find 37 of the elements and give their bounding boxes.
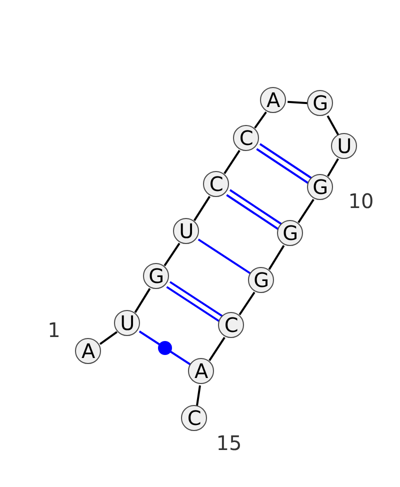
backbone-line [224,150,240,174]
nucleotide-circle: C [181,405,208,432]
nucleotide-circle: G [307,174,334,200]
backbone-line [288,100,308,104]
backbone-line [326,115,340,136]
nucleotide-circle: G [277,220,304,246]
nucleotide-circle: A [188,358,214,384]
base-pair-line [226,189,282,230]
position-number: 1 [48,319,60,341]
nucleotide-circle: U [331,133,358,160]
backbone-line [193,196,211,222]
backbone-line [164,242,180,266]
backbone-line [268,245,285,270]
nucleotide-circle: A [75,338,102,364]
backbone-line [196,385,201,406]
nucleotide-circle: U [114,310,140,336]
nucleotide-circle: G [307,90,334,116]
nucleotide-circle: G [248,267,274,294]
nucleotide-circle: G [143,263,170,290]
nucleotide-circle: U [173,218,200,244]
base-pair-line [138,330,192,366]
nucleotide-circle: A [260,87,286,114]
nucleotide-circle: C [218,312,244,338]
nucleotide-circle: C [233,125,260,152]
position-number: 15 [216,432,242,454]
backbone-line [298,198,314,224]
base-pair-line [166,280,224,322]
nucleotide-circle: C [203,171,230,198]
backbone-line [208,336,226,362]
base-pair-line [198,238,252,274]
backbone-line [134,288,151,313]
backbone-line [99,331,118,345]
backbone-line [254,112,267,128]
backbone-line [327,158,339,177]
position-number: 10 [348,190,374,212]
base-pair-line [256,143,312,184]
backbone-line [238,292,256,316]
